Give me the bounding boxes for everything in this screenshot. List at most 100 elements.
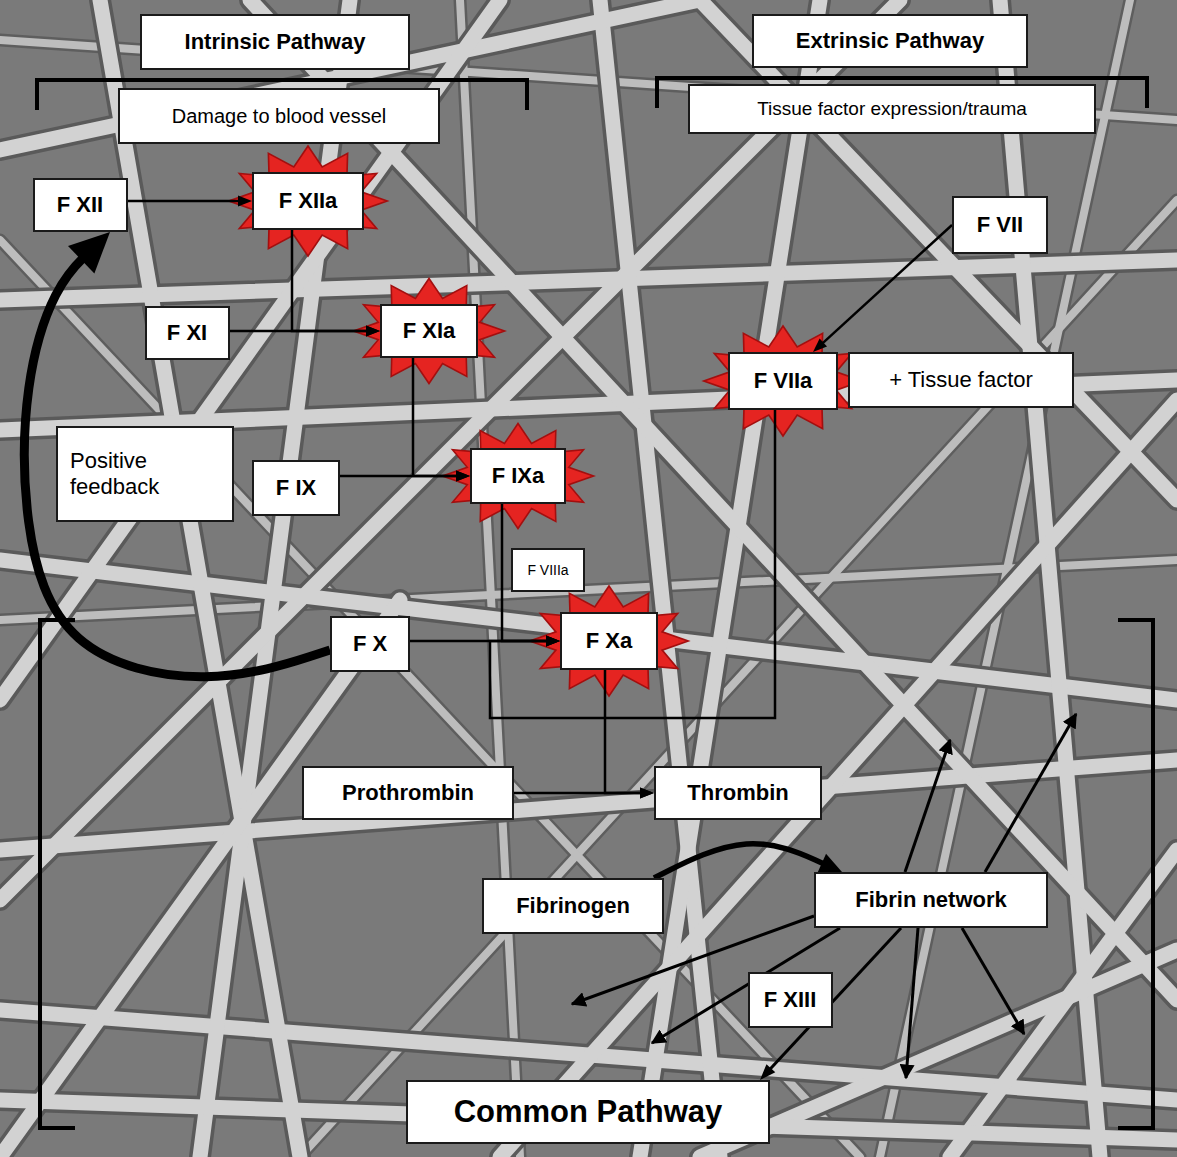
node-text: Common Pathway <box>454 1093 723 1130</box>
connector <box>413 358 460 476</box>
node-text: F XIIa <box>279 188 338 214</box>
strand-arrow <box>906 928 918 1078</box>
cofactor-box: + Tissue factor <box>848 352 1074 408</box>
active-factor-box: F IXa <box>470 448 566 504</box>
node-text: F IXa <box>492 463 545 489</box>
connector <box>654 844 828 878</box>
arrowhead <box>456 471 470 482</box>
activation-burst <box>704 326 862 436</box>
factor-box: Prothrombin <box>302 766 514 820</box>
arrowhead <box>366 326 380 337</box>
node-text: Fibrinogen <box>516 893 630 919</box>
factor-box: F XII <box>33 178 128 232</box>
node-text: Positive feedback <box>70 448 220 501</box>
node-text: Extrinsic Pathway <box>796 28 984 54</box>
node-text: Thrombin <box>687 780 788 806</box>
connector-group <box>24 232 330 677</box>
common-bracket-right <box>1118 620 1153 1128</box>
factor-box: F XI <box>145 306 230 360</box>
connector-group <box>230 326 381 337</box>
node-text: Intrinsic Pathway <box>185 29 366 55</box>
activation-bursts <box>229 146 862 696</box>
activation-burst <box>530 586 688 696</box>
connector-group <box>128 196 253 207</box>
connector <box>230 330 371 333</box>
connector-group <box>340 471 470 482</box>
connector-group <box>605 670 654 799</box>
arrowhead <box>238 196 252 207</box>
connector-group <box>292 230 380 337</box>
arrowhead <box>640 788 654 799</box>
arrowhead <box>546 636 560 647</box>
connector <box>605 670 644 793</box>
activation-burst <box>353 279 504 384</box>
factor-box: Fibrinogen <box>482 878 664 934</box>
node-text: F VII <box>977 212 1023 238</box>
arrowhead <box>760 1064 775 1080</box>
arrowhead <box>546 636 560 647</box>
pathway-heading: Extrinsic Pathway <box>752 14 1028 68</box>
pathway-heading: Intrinsic Pathway <box>140 14 410 70</box>
node-text: F Xa <box>586 628 632 654</box>
strand-arrow <box>962 928 1024 1034</box>
trigger-box: Damage to blood vessel <box>118 88 440 144</box>
pathway-heading: Common Pathway <box>406 1080 770 1144</box>
factor-box: F XIII <box>748 972 833 1028</box>
node-text: F VIIa <box>754 368 813 394</box>
node-text: F XIa <box>403 318 456 344</box>
connector <box>514 792 644 795</box>
arrowhead <box>68 232 110 273</box>
arrowhead <box>546 636 560 647</box>
connector <box>820 225 952 345</box>
node-text: Damage to blood vessel <box>172 104 387 128</box>
connector-group <box>413 358 470 482</box>
arrowhead <box>818 854 842 872</box>
active-factor-box: F VIIa <box>728 352 838 410</box>
strand-arrow <box>905 740 950 872</box>
node-text: F IX <box>276 475 316 501</box>
trigger-box: Tissue factor expression/trauma <box>688 84 1096 134</box>
node-text: Prothrombin <box>342 780 474 806</box>
cofactor-box: F VIIIa <box>511 548 585 592</box>
node-text: F VIIIa <box>527 562 568 579</box>
product-box: Fibrin network <box>814 872 1048 928</box>
active-factor-box: F XIa <box>380 304 478 358</box>
node-text: F X <box>353 631 387 657</box>
arrowhead <box>366 326 380 337</box>
factor-box: F VII <box>952 196 1048 254</box>
common-bracket-left <box>40 620 75 1128</box>
factor-box: Thrombin <box>654 766 822 820</box>
node-text: Tissue factor expression/trauma <box>757 98 1027 121</box>
node-text: Fibrin network <box>855 887 1007 913</box>
factor-box: F IX <box>252 460 340 516</box>
arrowhead <box>456 471 470 482</box>
activation-burst <box>229 146 387 256</box>
factor-box: F X <box>330 616 410 672</box>
strand-arrow <box>985 714 1076 872</box>
active-factor-box: F Xa <box>560 612 658 670</box>
connector <box>128 200 243 203</box>
arrowhead <box>640 788 654 799</box>
connector <box>340 475 460 478</box>
node-text: F XIII <box>764 987 817 1013</box>
node-text: F XI <box>167 320 207 346</box>
node-text: + Tissue factor <box>889 367 1033 393</box>
connector-group <box>813 225 952 352</box>
brackets <box>37 78 1153 1128</box>
strand-arrow <box>652 928 840 1043</box>
note-box: Positive feedback <box>56 426 234 522</box>
arrowhead <box>813 338 827 352</box>
connector-group <box>514 788 654 799</box>
connector <box>292 230 370 331</box>
active-factor-box: F XIIa <box>252 172 364 230</box>
node-text: F XII <box>57 192 103 218</box>
activation-burst <box>442 424 593 529</box>
